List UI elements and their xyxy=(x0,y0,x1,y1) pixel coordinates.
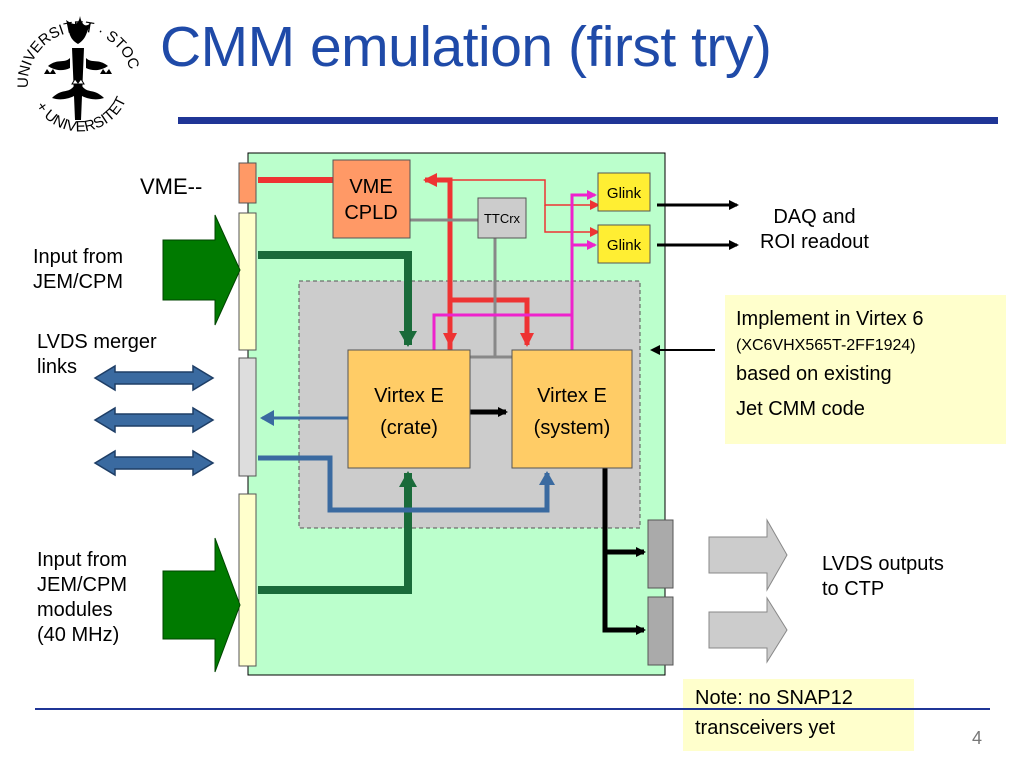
lvds-connector xyxy=(238,357,257,477)
ttcrx-label: TTCrx xyxy=(484,211,521,226)
lvds-merger-label: LVDS merger links xyxy=(37,331,157,378)
virtex-system-block xyxy=(511,349,633,469)
input-connector-top xyxy=(238,212,257,351)
glink-block-top xyxy=(597,172,651,212)
output-connector-top xyxy=(647,519,674,589)
virtex-system-label: Virtex E xyxy=(537,385,607,407)
logo-seal-icon: UNIVERSITET · STOCKHOLMS + UNIVERSITET xyxy=(2,0,143,136)
page-number: 4 xyxy=(972,728,983,748)
virtex-system-label: (system) xyxy=(534,417,611,439)
input-arrow-top-icon xyxy=(162,214,241,326)
ttcrx-block xyxy=(477,197,527,239)
university-logo: UNIVERSITET · STOCKHOLMS + UNIVERSITET xyxy=(2,0,148,148)
implement-line-4: Jet CMM code xyxy=(736,398,865,420)
output-connector-bottom xyxy=(647,596,674,666)
implement-line-2: (XC6VHX565T-2FF1924) xyxy=(736,337,916,354)
input-connector-bottom xyxy=(238,493,257,667)
input-bottom-label: Input from JEM/CPM modules (40 MHz) xyxy=(37,549,128,646)
implement-line-3: based on existing xyxy=(736,363,892,385)
glink-label: Glink xyxy=(607,185,642,202)
vme-cpld-label: VME xyxy=(349,176,392,198)
title-underline xyxy=(178,117,998,124)
input-arrow-bottom-icon xyxy=(162,537,241,673)
implement-line-1: Implement in Virtex 6 xyxy=(736,308,924,330)
vme-label: VME-- xyxy=(140,174,203,199)
vme-cpld-label: CPLD xyxy=(344,202,397,224)
slide-title: CMM emulation (first try) xyxy=(160,15,772,79)
snap12-note: Note: no SNAP12 transceivers yet xyxy=(683,679,914,751)
virtex-crate-block xyxy=(347,349,471,469)
lvds-double-arrow-icon xyxy=(93,364,215,477)
daq-label: DAQ and ROI readout xyxy=(760,206,869,253)
glink-block-bottom xyxy=(597,224,651,264)
virtex-crate-label: (crate) xyxy=(380,417,438,439)
vme-connector xyxy=(238,162,257,204)
lvds-output-arrow-icon xyxy=(708,518,788,592)
implement-note: Implement in Virtex 6 (XC6VHX565T-2FF192… xyxy=(725,295,1006,444)
lvds-output-arrow-icon xyxy=(708,596,788,664)
vme-cpld-block xyxy=(332,159,411,239)
input-top-label: Input from JEM/CPM xyxy=(33,246,124,293)
lvds-outputs-label: LVDS outputs to CTP xyxy=(822,553,944,600)
footer-rule xyxy=(35,708,990,710)
glink-label: Glink xyxy=(607,237,642,254)
virtex-crate-label: Virtex E xyxy=(374,385,444,407)
